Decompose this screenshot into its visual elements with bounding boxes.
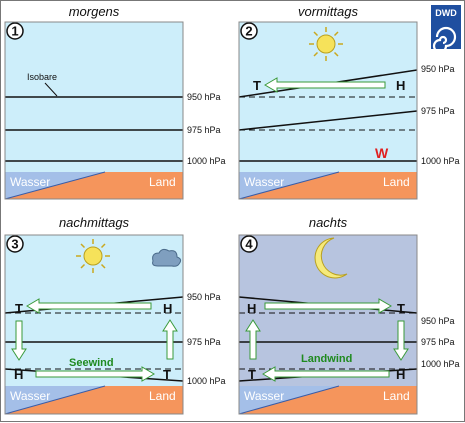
panel-title: nachts bbox=[309, 215, 348, 230]
panel-number: 2 bbox=[245, 24, 252, 39]
label-1000: 1000 hPa bbox=[421, 156, 460, 166]
low-pressure-label: T bbox=[253, 78, 261, 93]
cloud-icon bbox=[152, 248, 182, 267]
dwd-spiral-icon bbox=[432, 26, 457, 54]
upper-low-label: T bbox=[15, 301, 23, 316]
panel-title: morgens bbox=[69, 4, 120, 19]
panel-border bbox=[238, 234, 418, 415]
panel-nachmittags: 3 nachmittags T H H T Seewind Wasser Lan… bbox=[4, 215, 226, 415]
label-1000: 1000 hPa bbox=[421, 359, 460, 369]
label-1000: 1000 hPa bbox=[187, 156, 226, 166]
warm-label: W bbox=[375, 145, 389, 161]
coast-line bbox=[238, 385, 340, 415]
panel-number: 4 bbox=[245, 237, 253, 252]
panel-number-badge bbox=[240, 235, 258, 253]
panel-number: 1 bbox=[11, 24, 18, 39]
upper-high-label: H bbox=[163, 301, 172, 316]
land-label: Land bbox=[149, 389, 176, 403]
coast-line bbox=[4, 171, 106, 200]
surface-high-label: H bbox=[14, 367, 23, 382]
surface-low-label: T bbox=[248, 367, 256, 382]
sinking-flow-arrow bbox=[393, 320, 409, 361]
isobar-975 bbox=[238, 110, 418, 131]
coast-line bbox=[238, 171, 340, 200]
wind-label: Seewind bbox=[69, 357, 114, 369]
water-label: Wasser bbox=[10, 175, 50, 189]
isobare-pointer bbox=[44, 82, 58, 97]
surface-flow-arrow bbox=[35, 366, 155, 382]
dwd-logo-text: DWD bbox=[435, 8, 457, 18]
panel-vormittags: 2 vormittags T H W Wasser Land 950 hPa 9… bbox=[238, 4, 460, 200]
land-label: Land bbox=[383, 175, 410, 189]
label-1000: 1000 hPa bbox=[187, 376, 226, 386]
water-label: Wasser bbox=[244, 389, 284, 403]
label-975: 975 hPa bbox=[421, 337, 455, 347]
upper-low-label: T bbox=[397, 301, 405, 316]
land-label: Land bbox=[149, 175, 176, 189]
label-975: 975 hPa bbox=[421, 106, 455, 116]
land-label: Land bbox=[383, 389, 410, 403]
surface-flow-arrow bbox=[262, 366, 390, 382]
isobare-label: Isobare bbox=[27, 72, 57, 82]
dwd-logo: DWD bbox=[431, 5, 461, 54]
panel-number-badge bbox=[240, 22, 258, 40]
panel-number-badge bbox=[6, 235, 24, 253]
surface-high-label: H bbox=[396, 367, 405, 382]
panel-title: vormittags bbox=[298, 4, 358, 19]
panel-title: nachmittags bbox=[59, 215, 130, 230]
panel-border bbox=[4, 21, 184, 200]
moon-icon bbox=[314, 237, 348, 279]
label-975: 975 hPa bbox=[187, 125, 221, 135]
label-950: 950 hPa bbox=[187, 92, 221, 102]
water-label: Wasser bbox=[10, 389, 50, 403]
label-975: 975 hPa bbox=[187, 337, 221, 347]
water-label: Wasser bbox=[244, 175, 284, 189]
panel-number-badge bbox=[6, 22, 24, 40]
panel-morgens: 1 morgens Isobare Wasser Land 950 hPa 97… bbox=[4, 4, 226, 200]
surface-low-label: T bbox=[163, 367, 171, 382]
panel-border bbox=[238, 21, 418, 200]
rising-flow-arrow bbox=[245, 319, 261, 360]
label-950: 950 hPa bbox=[187, 292, 221, 302]
panel-number: 3 bbox=[11, 237, 18, 252]
coast-line bbox=[4, 385, 106, 415]
high-pressure-label: H bbox=[396, 78, 405, 93]
pressure-gradient-arrow bbox=[264, 77, 386, 93]
rising-flow-arrow bbox=[162, 319, 178, 360]
panel-border bbox=[4, 234, 184, 415]
label-950: 950 hPa bbox=[421, 316, 455, 326]
upper-high-label: H bbox=[247, 301, 256, 316]
upper-flow-arrow bbox=[264, 298, 392, 314]
sinking-flow-arrow bbox=[11, 320, 27, 361]
wind-label: Landwind bbox=[301, 353, 352, 365]
panel-nachts: 4 nachts H T T H Landwind Wasser Land 95… bbox=[238, 215, 460, 415]
upper-flow-arrow bbox=[26, 298, 152, 314]
label-950: 950 hPa bbox=[421, 64, 455, 74]
